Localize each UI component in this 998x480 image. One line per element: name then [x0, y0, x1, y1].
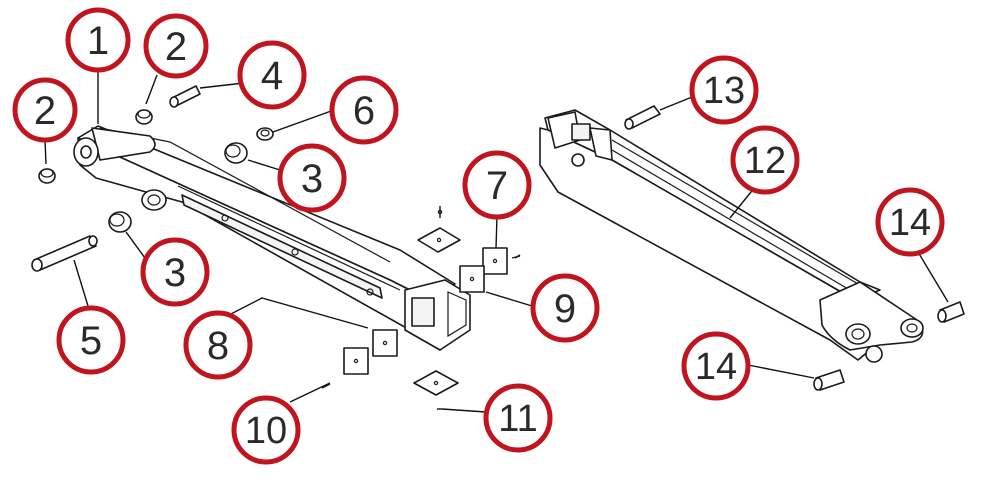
callout-7: 7 [462, 150, 532, 220]
callout-3a-label: 3 [301, 157, 323, 201]
callout-12: 12 [730, 125, 800, 195]
callout-10: 10 [231, 395, 301, 465]
callout-2b-label: 2 [165, 25, 187, 69]
bushing-2a [38, 168, 56, 184]
callout-14b: 14 [681, 331, 751, 401]
leader-lines [44, 68, 949, 413]
callout-2a-label: 2 [34, 89, 56, 133]
wear-pad-top [417, 209, 461, 253]
bushing-2b [135, 109, 153, 125]
pin-5 [31, 235, 98, 272]
callout-2b: 2 [143, 13, 209, 79]
callout-14b-label: 14 [695, 346, 737, 388]
callout-3b: 3 [140, 237, 210, 307]
callout-5-label: 5 [80, 319, 102, 363]
nut-6 [256, 127, 274, 141]
callout-13-label: 13 [703, 70, 745, 112]
callout-6-label: 6 [353, 89, 375, 133]
callout-6: 6 [329, 75, 399, 145]
callout-8-label: 8 [207, 324, 229, 368]
callout-1-label: 1 [87, 19, 109, 63]
bushing-14b [813, 369, 845, 391]
callout-9: 9 [530, 273, 600, 343]
callout-3b-label: 3 [164, 251, 186, 295]
bushing-14a [937, 301, 965, 323]
wear-pad-10b [343, 347, 369, 375]
callout-11-label: 11 [498, 398, 537, 440]
wear-pad-7 [482, 247, 521, 275]
boom-arm-left [73, 125, 471, 351]
callout-14a: 14 [875, 187, 945, 257]
callout-9-label: 9 [554, 287, 576, 331]
callout-7-label: 7 [486, 164, 508, 208]
pin-13 [624, 105, 661, 130]
bushing-3b [108, 211, 132, 233]
callout-5: 5 [56, 305, 126, 375]
callout-14a-label: 14 [889, 202, 931, 244]
callout-4-label: 4 [261, 54, 283, 98]
callout-11: 11 [483, 383, 553, 453]
boom-arm-right [539, 109, 924, 363]
pin-4 [169, 85, 201, 108]
callout-10-label: 10 [245, 410, 287, 452]
callout-4: 4 [237, 40, 307, 110]
callout-13: 13 [689, 55, 759, 125]
callout-8: 8 [183, 310, 253, 380]
wear-pad-bottom [413, 370, 459, 396]
callout-1: 1 [65, 7, 131, 73]
callout-12-label: 12 [744, 140, 786, 182]
callout-3a: 3 [277, 143, 347, 213]
bushing-3a [224, 142, 248, 164]
callout-2a: 2 [12, 77, 78, 143]
wear-pad-9 [459, 265, 485, 293]
wear-pad-10a [372, 329, 398, 357]
